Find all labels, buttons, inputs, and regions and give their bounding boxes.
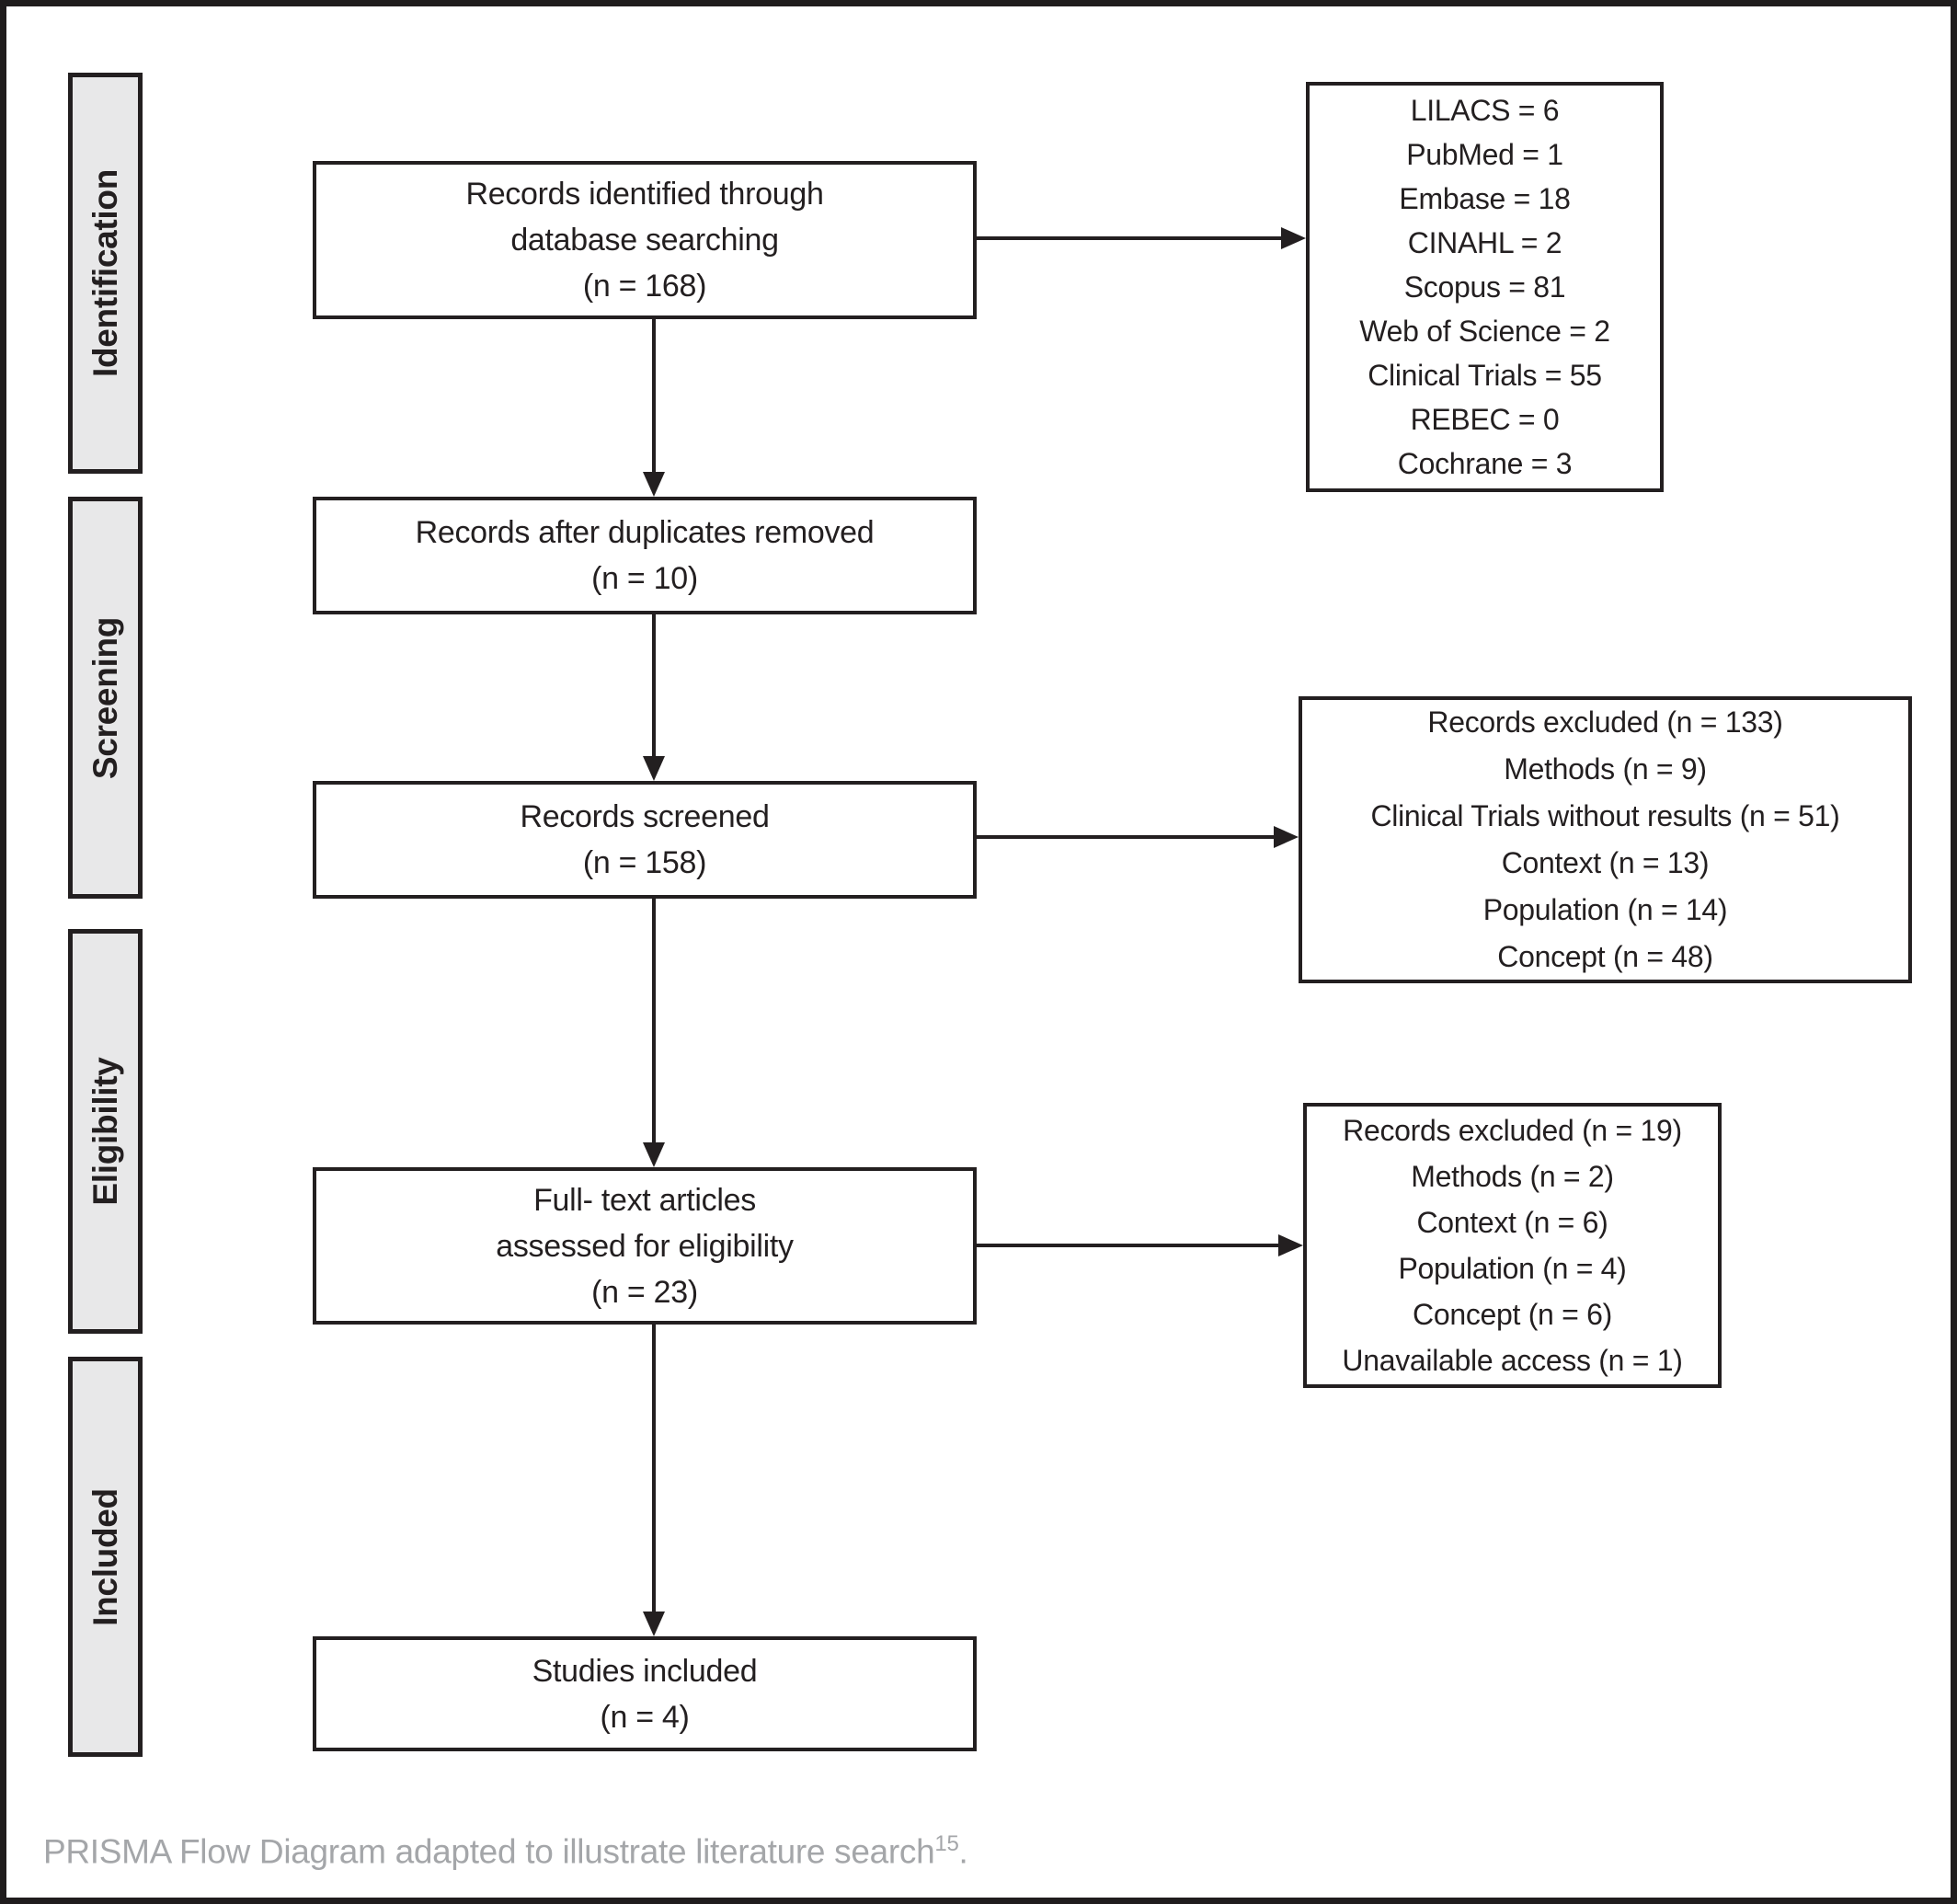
- box-line: Methods (n = 2): [1411, 1160, 1614, 1193]
- arrow-fulltext-to-included-line: [652, 1325, 656, 1612]
- box-line: (n = 158): [582, 845, 707, 880]
- stage-included: Included: [68, 1357, 143, 1757]
- box-line: Population (n = 4): [1398, 1252, 1627, 1285]
- box-line: CINAHL = 2: [1407, 226, 1562, 259]
- box-line: Records excluded (n = 133): [1427, 705, 1783, 739]
- stage-label: Eligibility: [86, 1057, 124, 1206]
- box-line: Records identified through: [465, 177, 824, 212]
- caption-period: .: [958, 1832, 968, 1871]
- box-fulltext-assessed: Full- text articles assessed for eligibi…: [313, 1167, 977, 1325]
- box-line: Context (n = 13): [1501, 846, 1710, 879]
- box-line: (n = 23): [591, 1274, 698, 1310]
- arrow-screened-to-fulltext-head: [643, 1142, 665, 1167]
- box-line: Studies included: [532, 1653, 758, 1689]
- arrow-screened-to-fulltext-line: [652, 899, 656, 1143]
- stage-label: Identification: [86, 168, 124, 378]
- arrow-fulltext-to-excluded-head: [1278, 1234, 1303, 1256]
- box-line: Concept (n = 48): [1497, 940, 1713, 973]
- stage-identification: Identification: [68, 73, 143, 474]
- box-line: assessed for eligibility: [496, 1228, 794, 1264]
- box-line: Full- text articles: [533, 1182, 756, 1218]
- box-line: REBEC = 0: [1410, 403, 1560, 436]
- box-line: (n = 10): [591, 561, 698, 596]
- box-line: Cochrane = 3: [1397, 447, 1573, 480]
- box-line: Web of Science = 2: [1359, 315, 1610, 348]
- box-line: Unavailable access (n = 1): [1342, 1344, 1683, 1377]
- box-line: Clinical Trials without results (n = 51): [1370, 799, 1840, 832]
- caption-text: PRISMA Flow Diagram adapted to illustrat…: [43, 1832, 935, 1871]
- box-line: Population (n = 14): [1482, 893, 1728, 926]
- box-duplicates-removed: Records after duplicates removed (n = 10…: [313, 497, 977, 614]
- box-excluded-eligibility: Records excluded (n = 19) Methods (n = 2…: [1303, 1103, 1722, 1388]
- box-line: Context (n = 6): [1416, 1206, 1608, 1239]
- arrow-identified-to-duplicates-head: [643, 472, 665, 497]
- arrow-screened-to-excluded-head: [1274, 826, 1299, 848]
- box-line: Records excluded (n = 19): [1343, 1114, 1682, 1147]
- box-line: Embase = 18: [1399, 182, 1571, 215]
- box-line: Records screened: [520, 799, 770, 834]
- stage-eligibility: Eligibility: [68, 929, 143, 1334]
- arrow-screened-to-excluded-line: [977, 835, 1276, 839]
- box-database-counts: LILACS = 6 PubMed = 1 Embase = 18 CINAHL…: [1306, 82, 1664, 492]
- arrow-identified-to-duplicates-line: [652, 319, 656, 476]
- box-line: (n = 168): [582, 269, 707, 304]
- box-line: Concept (n = 6): [1413, 1298, 1612, 1331]
- stage-label: Screening: [86, 616, 124, 779]
- arrow-identified-to-databases-line: [977, 236, 1283, 240]
- box-line: Scopus = 81: [1403, 270, 1566, 304]
- box-records-identified: Records identified through database sear…: [313, 161, 977, 319]
- box-excluded-screening: Records excluded (n = 133) Methods (n = …: [1299, 696, 1912, 983]
- arrow-fulltext-to-excluded-line: [977, 1244, 1280, 1247]
- box-line: (n = 4): [600, 1699, 690, 1735]
- box-records-screened: Records screened (n = 158): [313, 781, 977, 899]
- figure-caption: PRISMA Flow Diagram adapted to illustrat…: [43, 1831, 968, 1871]
- box-line: PubMed = 1: [1406, 138, 1563, 171]
- box-line: Records after duplicates removed: [415, 515, 875, 550]
- box-line: Methods (n = 9): [1504, 752, 1707, 786]
- box-studies-included: Studies included (n = 4): [313, 1636, 977, 1751]
- arrow-duplicates-to-screened-head: [643, 756, 665, 781]
- box-line: database searching: [510, 223, 779, 258]
- caption-reference-superscript: 15: [934, 1831, 959, 1856]
- box-line: Clinical Trials = 55: [1368, 359, 1602, 392]
- arrow-duplicates-to-screened-line: [652, 614, 656, 757]
- arrow-fulltext-to-included-head: [643, 1612, 665, 1636]
- box-line: LILACS = 6: [1410, 94, 1560, 127]
- stage-label: Included: [86, 1487, 124, 1626]
- stage-screening: Screening: [68, 497, 143, 899]
- arrow-identified-to-databases-head: [1281, 227, 1306, 249]
